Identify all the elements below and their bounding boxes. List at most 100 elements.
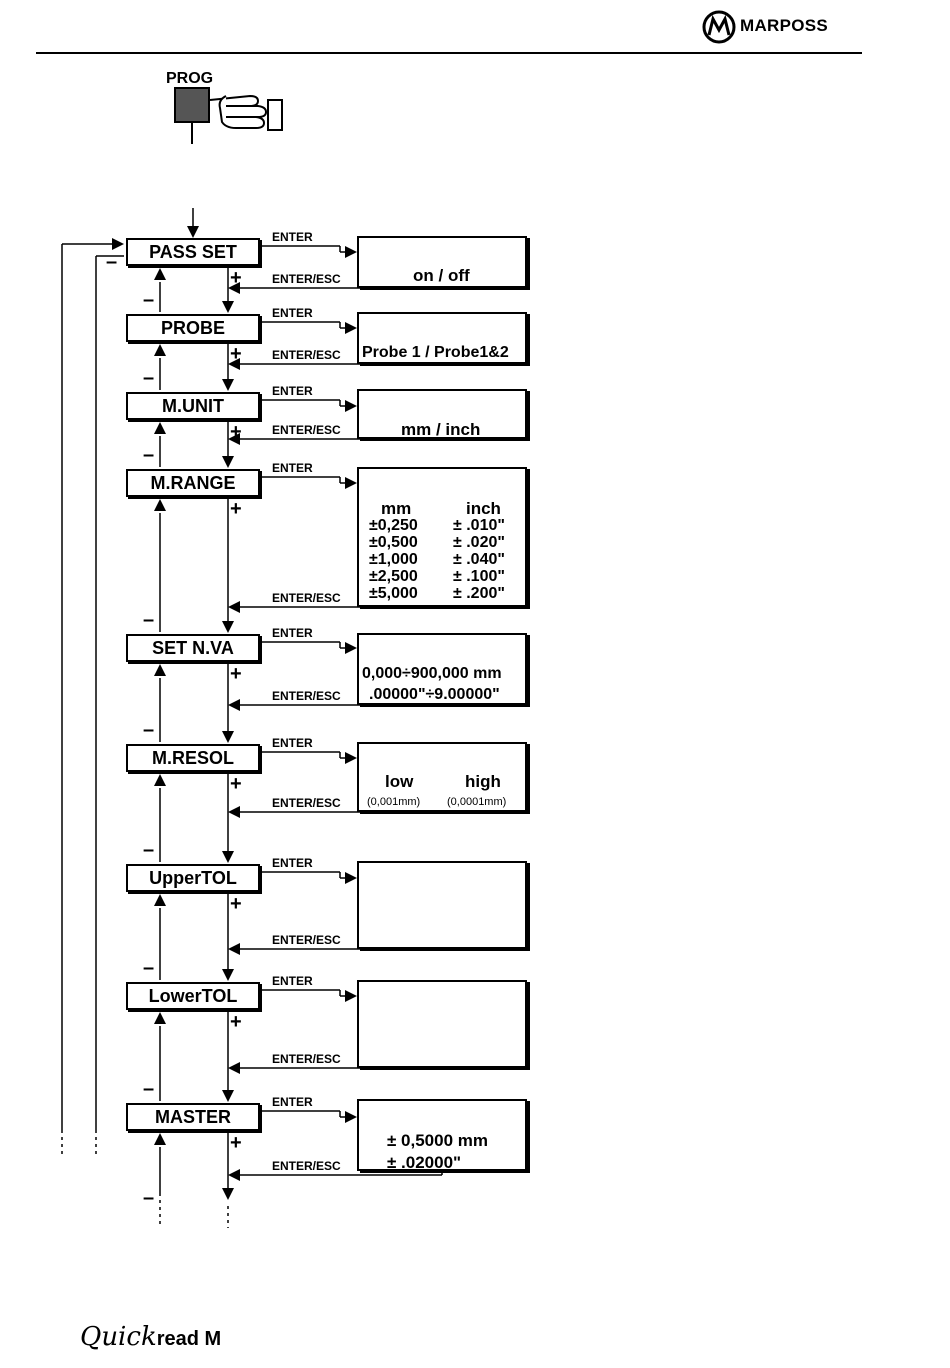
arrowhead-icon (222, 621, 234, 633)
menu-item-lower-tol[interactable]: LowerTOL (126, 982, 260, 1010)
footer-title: Quickread M (80, 1322, 221, 1352)
arrowhead-icon (222, 379, 234, 391)
option-box-upper-tol (357, 861, 527, 949)
option-box-probe: Probe 1 / Probe1&2 (357, 312, 527, 364)
arrowhead-icon (222, 969, 234, 981)
option-set-n-va-mm: 0,000÷900,000 mm (362, 665, 502, 682)
option-set-n-va-inch: .00000"÷9.00000" (369, 686, 500, 703)
enter-label: ENTER (272, 974, 313, 988)
plus-sign: + (230, 893, 242, 915)
arrowhead-icon (228, 1062, 240, 1074)
option-box-m-resol: low (0,001mm) high (0,0001mm) (357, 742, 527, 812)
enter-esc-label: ENTER/ESC (272, 272, 341, 286)
arrowhead-icon (228, 806, 240, 818)
plus-sign: + (230, 663, 242, 685)
arrowhead-icon (154, 344, 166, 356)
menu-item-probe[interactable]: PROBE (126, 314, 260, 342)
arrowhead-icon (222, 851, 234, 863)
arrowhead-icon (154, 1012, 166, 1024)
enter-esc-label: ENTER/ESC (272, 348, 341, 362)
arrowhead-icon (154, 774, 166, 786)
brand-name: MARPOSS (740, 16, 829, 35)
minus-sign: – (143, 609, 155, 631)
option-master-inch: ± .02000" (387, 1153, 462, 1172)
minus-sign: – (143, 957, 155, 979)
enter-label: ENTER (272, 736, 313, 750)
range-mm-values: ±0,250 ±0,500 ±1,000 ±2,500 ±5,000 (369, 517, 418, 602)
menu-item-m-resol[interactable]: M.RESOL (126, 744, 260, 772)
header-graphics (36, 10, 862, 144)
enter-label: ENTER (272, 461, 313, 475)
arrowhead-icon (228, 943, 240, 955)
enter-esc-label: ENTER/ESC (272, 1052, 341, 1066)
plus-sign: + (230, 421, 242, 443)
pointing-hand-icon (209, 94, 283, 131)
arrowhead-icon (222, 731, 234, 743)
minus-sign: – (143, 839, 155, 861)
plus-sign: + (230, 267, 242, 289)
prog-key-icon (174, 87, 210, 144)
arrowhead-icon (228, 1169, 240, 1181)
arrowhead-icon (345, 752, 357, 764)
menu-item-m-range[interactable]: M.RANGE (126, 469, 260, 497)
menu-item-master[interactable]: MASTER (126, 1103, 260, 1131)
marposs-logo-icon (702, 10, 736, 44)
minus-sign: – (143, 1187, 155, 1209)
enter-label: ENTER (272, 384, 313, 398)
resol-low-note: (0,001mm) (367, 796, 421, 808)
arrowhead-icon (345, 246, 357, 258)
arrowhead-icon (187, 226, 199, 238)
arrowhead-icon (228, 699, 240, 711)
option-master-mm: ± 0,5000 mm (387, 1131, 489, 1150)
arrowhead-icon (222, 1090, 234, 1102)
enter-label: ENTER (272, 306, 313, 320)
range-mm-header: mm (381, 499, 412, 518)
resol-high: high (465, 772, 501, 791)
option-pass-set: on / off (413, 266, 470, 285)
plus-sign: + (230, 1132, 242, 1154)
enter-esc-label: ENTER/ESC (272, 423, 341, 437)
arrowhead-icon (154, 422, 166, 434)
option-box-m-range: mm inch ±0,250 ±0,500 ±1,000 ±2,500 ±5,0… (357, 467, 527, 607)
option-box-pass-set: on / off (357, 236, 527, 288)
arrowhead-icon (345, 642, 357, 654)
menu-item-set-n-va[interactable]: SET N.VA (126, 634, 260, 662)
plus-sign: + (230, 1011, 242, 1033)
plus-sign: + (230, 343, 242, 365)
option-box-master: ± 0,5000 mm ± .02000" (357, 1099, 527, 1172)
enter-esc-label: ENTER/ESC (272, 796, 341, 810)
enter-label: ENTER (272, 230, 313, 244)
footer-bold: read M (156, 1328, 222, 1350)
arrowhead-icon (345, 990, 357, 1002)
arrowhead-icon (154, 499, 166, 511)
enter-label: ENTER (272, 1095, 313, 1109)
option-box-lower-tol (357, 980, 527, 1068)
menu-item-upper-tol[interactable]: UpperTOL (126, 864, 260, 892)
minus-sign: – (143, 444, 155, 466)
menu-item-pass-set[interactable]: PASS SET (126, 238, 260, 266)
enter-label: ENTER (272, 626, 313, 640)
option-m-unit: mm / inch (401, 420, 481, 439)
resol-high-note: (0,0001mm) (447, 796, 507, 808)
arrowhead-icon (112, 238, 124, 250)
plus-sign: + (230, 773, 242, 795)
arrowhead-icon (228, 282, 240, 294)
enter-esc-label: ENTER/ESC (272, 1159, 341, 1173)
enter-esc-label: ENTER/ESC (272, 933, 341, 947)
footer-script: Quick (80, 1322, 157, 1352)
menu-item-m-unit[interactable]: M.UNIT (126, 392, 260, 420)
arrowhead-icon (154, 1133, 166, 1145)
minus-sign: – (106, 251, 118, 273)
arrowhead-icon (228, 433, 240, 445)
arrowhead-icon (345, 872, 357, 884)
arrowhead-icon (345, 477, 357, 489)
range-inch-values: ± .010" ± .020" ± .040" ± .100" ± .200" (453, 517, 505, 602)
option-probe: Probe 1 / Probe1&2 (362, 344, 509, 361)
enter-label: ENTER (272, 856, 313, 870)
arrowhead-icon (154, 664, 166, 676)
minus-sign: – (143, 719, 155, 741)
option-box-m-unit: mm / inch (357, 389, 527, 439)
arrowhead-icon (154, 268, 166, 280)
prog-label: PROG (166, 70, 214, 87)
